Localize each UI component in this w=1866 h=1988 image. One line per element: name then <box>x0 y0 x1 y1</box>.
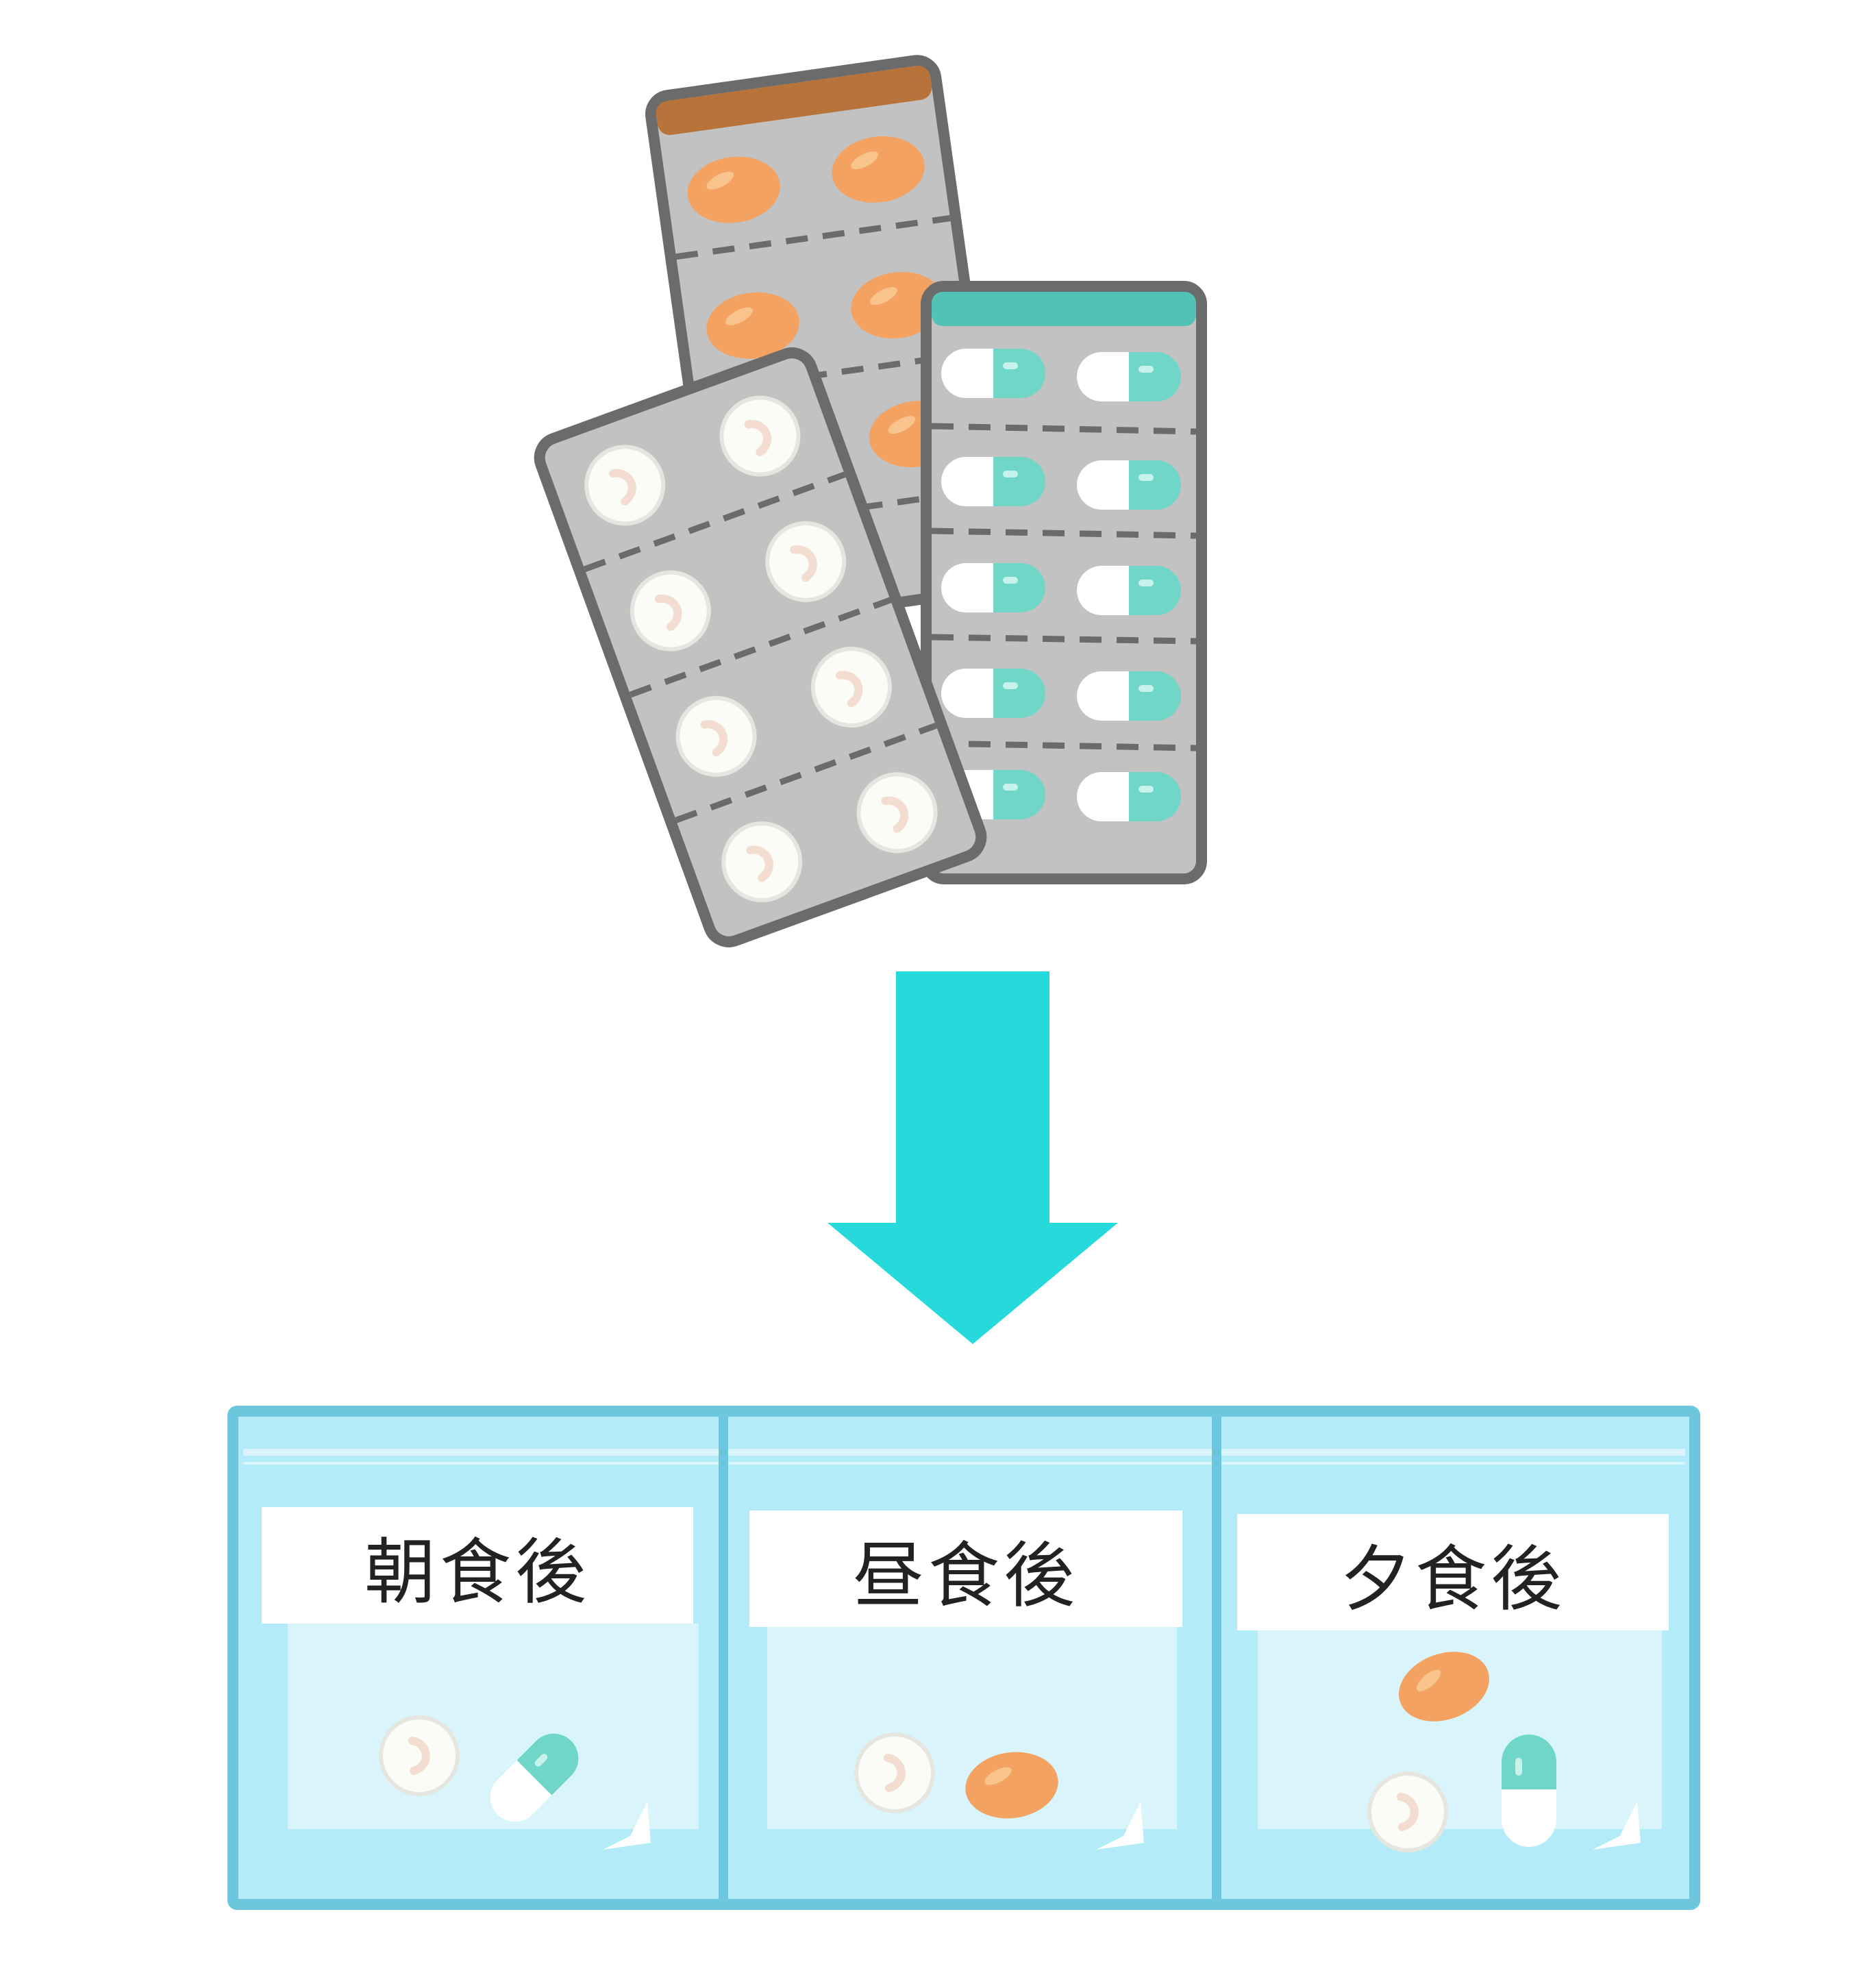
down-arrow-icon <box>828 971 1118 1344</box>
medicine-pouch-icon <box>1237 1514 1669 1850</box>
medicine-pouch-icon <box>262 1507 699 1850</box>
bag-label-dinner: 夕食後 <box>1339 1537 1566 1621</box>
medicine-pouch-icon <box>749 1511 1182 1850</box>
white-tablet-blister-pack-icon <box>534 347 987 947</box>
medicine-pouch-strip <box>227 1406 1700 1910</box>
bag-label-breakfast: 朝食後 <box>364 1530 590 1614</box>
capsule-blister-pack-icon <box>921 281 1207 884</box>
bag-label-lunch: 昼食後 <box>852 1533 1079 1617</box>
